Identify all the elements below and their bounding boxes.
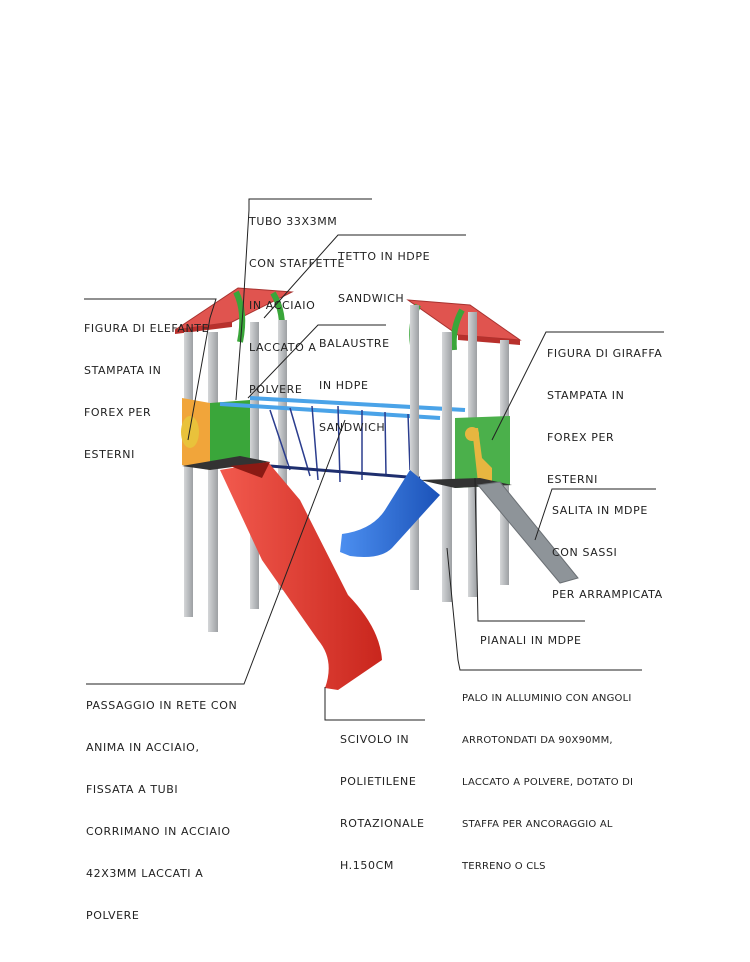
elephant-figure [181, 416, 199, 448]
label-line: TETTO IN HDPE [338, 250, 431, 263]
label-line: SANDWICH [338, 292, 405, 305]
label-line: BALAUSTRE [319, 337, 390, 350]
label-line: FIGURA DI ELEFANTE [84, 322, 210, 335]
label-line: FOREX PER [84, 406, 152, 419]
right-post-1 [410, 305, 419, 590]
right-roof-bracket-2 [450, 308, 465, 351]
label-line: ANIMA IN ACCIAIO, [86, 741, 200, 754]
bridge-base [269, 464, 421, 480]
label-line: CON SASSI [552, 546, 618, 559]
label-line: IN HDPE [319, 379, 369, 392]
label-line: LACCATO A [249, 341, 317, 354]
label-balaustre: BALAUSTRE IN HDPE SANDWICH [319, 309, 390, 463]
label-line: CON STAFFETTE [249, 257, 346, 270]
label-salita: SALITA IN MDPE CON SASSI PER ARRAMPICATA [552, 476, 663, 630]
right-tower [406, 299, 579, 602]
leader-palo [446, 547, 642, 671]
label-line: PALO IN ALLUMINIO CON ANGOLI [462, 693, 632, 704]
label-line: SANDWICH [319, 421, 386, 434]
bridge-net [269, 405, 411, 483]
left-platform [182, 456, 270, 470]
right-post-2 [442, 332, 452, 602]
label-scivolo: SCIVOLO IN POLIETILENE ROTAZIONALE H.150… [340, 705, 425, 901]
left-green-panel [210, 400, 250, 466]
label-line: ESTERNI [84, 448, 135, 461]
leader-scivolo [324, 687, 425, 721]
climbing-ramp [477, 481, 579, 584]
leader-elefante [84, 298, 217, 441]
label-line: FIGURA DI GIRAFFA [547, 347, 663, 360]
label-line: LACCATO A POLVERE, DOTATO DI [462, 777, 634, 788]
left-post-2 [208, 332, 218, 632]
label-line: POLVERE [86, 909, 140, 922]
label-line: ARROTONDATI DA 90X90MM, [462, 735, 613, 746]
label-tetto: TETTO IN HDPE SANDWICH [338, 222, 430, 334]
label-pianali: PIANALI IN MDPE [480, 606, 582, 676]
label-line: H.150CM [340, 859, 394, 872]
label-palo: PALO IN ALLUMINIO CON ANGOLI ARROTONDATI… [462, 664, 633, 902]
label-line: ESTERNI [547, 473, 598, 486]
label-line: TUBO 33X3MM [249, 215, 338, 228]
left-post-1 [184, 332, 193, 617]
label-line: POLIETILENE [340, 775, 417, 788]
leader-lines [84, 198, 664, 721]
leader-pianali [474, 477, 585, 622]
bridge-rail-top [219, 402, 441, 420]
leader-salita [534, 488, 656, 541]
label-line: STAMPATA IN [84, 364, 162, 377]
leader-giraffa [491, 331, 664, 441]
leader-passaggio [86, 419, 346, 685]
net-bridge [219, 396, 466, 483]
left-post-4 [278, 320, 287, 590]
red-slide [220, 462, 382, 690]
label-line: PER ARRAMPICATA [552, 588, 663, 601]
label-line: IN ACCIAIO [249, 299, 316, 312]
leader-tubo [235, 198, 372, 401]
bridge-rail-top-2 [249, 396, 466, 412]
label-line: CORRIMANO IN ACCIAIO [86, 825, 231, 838]
label-line: SALITA IN MDPE [552, 504, 648, 517]
label-elefante: FIGURA DI ELEFANTE STAMPATA IN FOREX PER… [84, 294, 209, 490]
label-line: 42X3MM LACCATI A [86, 867, 204, 880]
label-line: PASSAGGIO IN RETE CON [86, 699, 238, 712]
label-passaggio: PASSAGGIO IN RETE CON ANIMA IN ACCIAIO, … [86, 671, 237, 951]
leader-tetto [263, 234, 466, 319]
label-line: FOREX PER [547, 431, 615, 444]
label-line: POLVERE [249, 383, 303, 396]
red-slide-rim [230, 462, 270, 478]
label-tubo: TUBO 33X3MM CON STAFFETTE IN ACCIAIO LAC… [249, 187, 345, 425]
label-line: TERRENO O CLS [462, 861, 546, 872]
giraffe-figure [472, 428, 492, 483]
blue-slide [340, 470, 440, 557]
leader-balaustre [247, 324, 386, 399]
label-giraffa: FIGURA DI GIRAFFA STAMPATA IN FOREX PER … [547, 319, 662, 515]
label-line: STAMPATA IN [547, 389, 625, 402]
label-line: PIANALI IN MDPE [480, 634, 582, 647]
giraffe-head [465, 427, 479, 441]
label-line: ROTAZIONALE [340, 817, 425, 830]
label-line: SCIVOLO IN [340, 733, 410, 746]
left-roof [174, 287, 294, 331]
left-roof-edge [175, 322, 232, 334]
label-line: FISSATA A TUBI [86, 783, 179, 796]
label-line: STAFFA PER ANCORAGGIO AL [462, 819, 613, 830]
